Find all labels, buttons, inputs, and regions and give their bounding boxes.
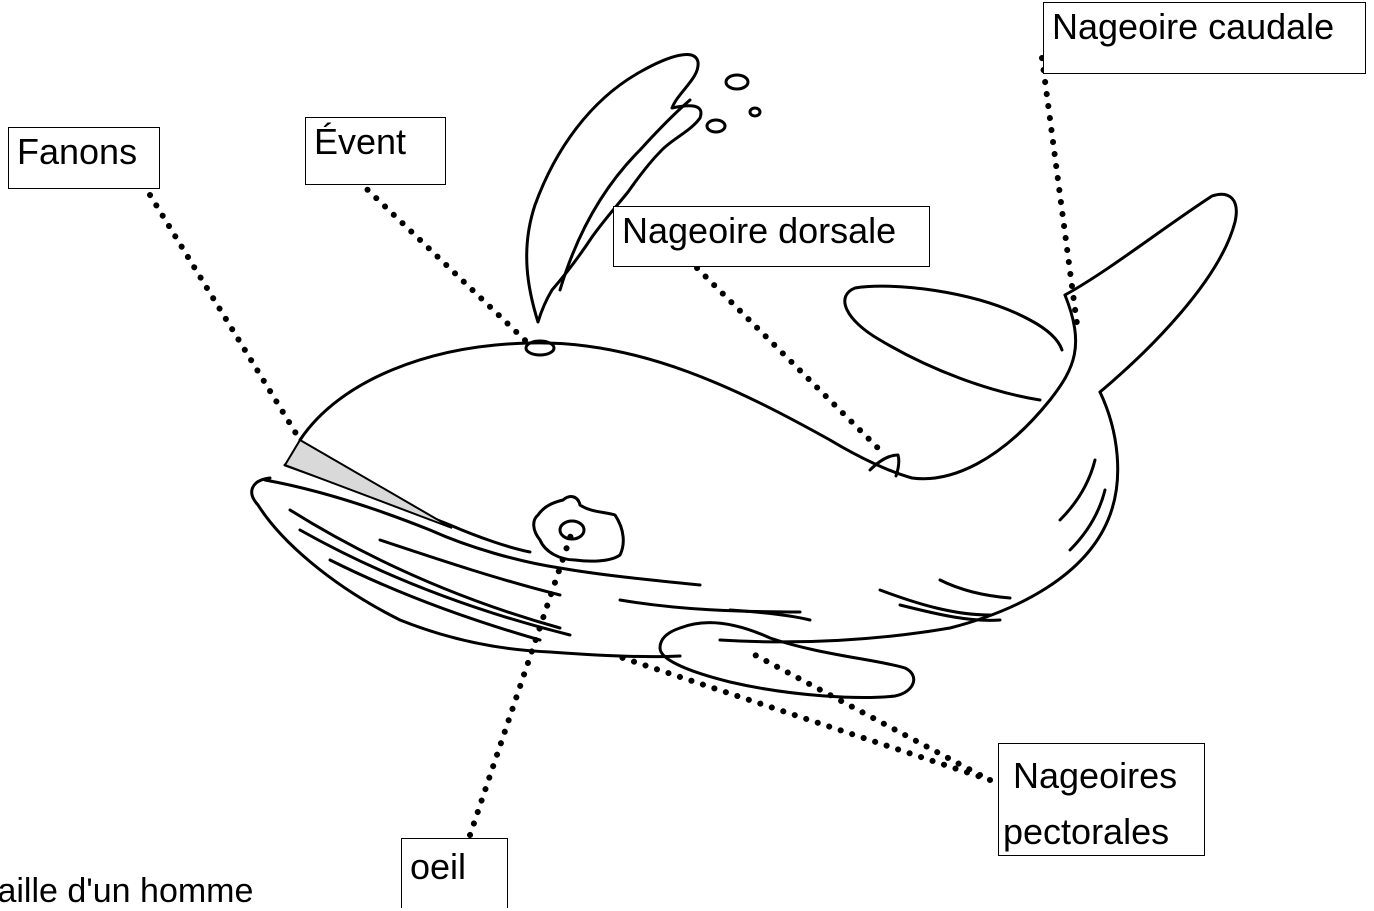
- belly-groove: [880, 590, 990, 615]
- spout-droplet: [726, 75, 748, 89]
- label-oeil-text: oeil: [410, 846, 466, 887]
- label-nageoire-dorsale-text: Nageoire dorsale: [622, 210, 896, 251]
- leader-dorsale: [697, 268, 885, 455]
- bottom-caption-text: taille d'un homme: [0, 872, 253, 911]
- belly-groove: [1060, 460, 1095, 520]
- label-pectorales-line2: pectorales: [1003, 804, 1196, 860]
- leader-pectorales-1: [620, 657, 990, 780]
- baleen-plates: [285, 440, 452, 528]
- belly-groove: [1070, 490, 1105, 550]
- leader-event: [350, 173, 530, 345]
- eye-ridge: [534, 497, 624, 562]
- pectoral-fin: [660, 623, 914, 698]
- leader-oeil: [470, 532, 572, 835]
- leader-fanons: [150, 195, 300, 440]
- throat-groove: [380, 540, 560, 595]
- label-pectorales-line1: Nageoires: [1003, 748, 1196, 804]
- label-nageoire-caudale: Nageoire caudale: [1043, 2, 1366, 74]
- label-event: Évent: [305, 117, 446, 185]
- label-fanons: Fanons: [8, 127, 160, 189]
- label-nageoires-pectorales: Nageoires pectorales: [998, 743, 1205, 856]
- label-nageoire-dorsale: Nageoire dorsale: [613, 206, 930, 267]
- label-fanons-text: Fanons: [17, 131, 137, 172]
- label-event-text: Évent: [314, 121, 406, 162]
- spout-droplet: [707, 120, 725, 132]
- throat-groove: [620, 600, 800, 612]
- leader-pectorales-2: [755, 655, 980, 775]
- label-oeil: oeil: [401, 838, 508, 908]
- spout-droplet: [750, 108, 760, 116]
- belly-groove: [940, 580, 1010, 598]
- water-spout: [527, 55, 701, 322]
- tail-left-fluke: [845, 286, 1062, 400]
- label-nageoire-caudale-text: Nageoire caudale: [1052, 6, 1334, 47]
- whale-back: [300, 295, 1076, 479]
- tail-right-fluke: [1065, 194, 1236, 392]
